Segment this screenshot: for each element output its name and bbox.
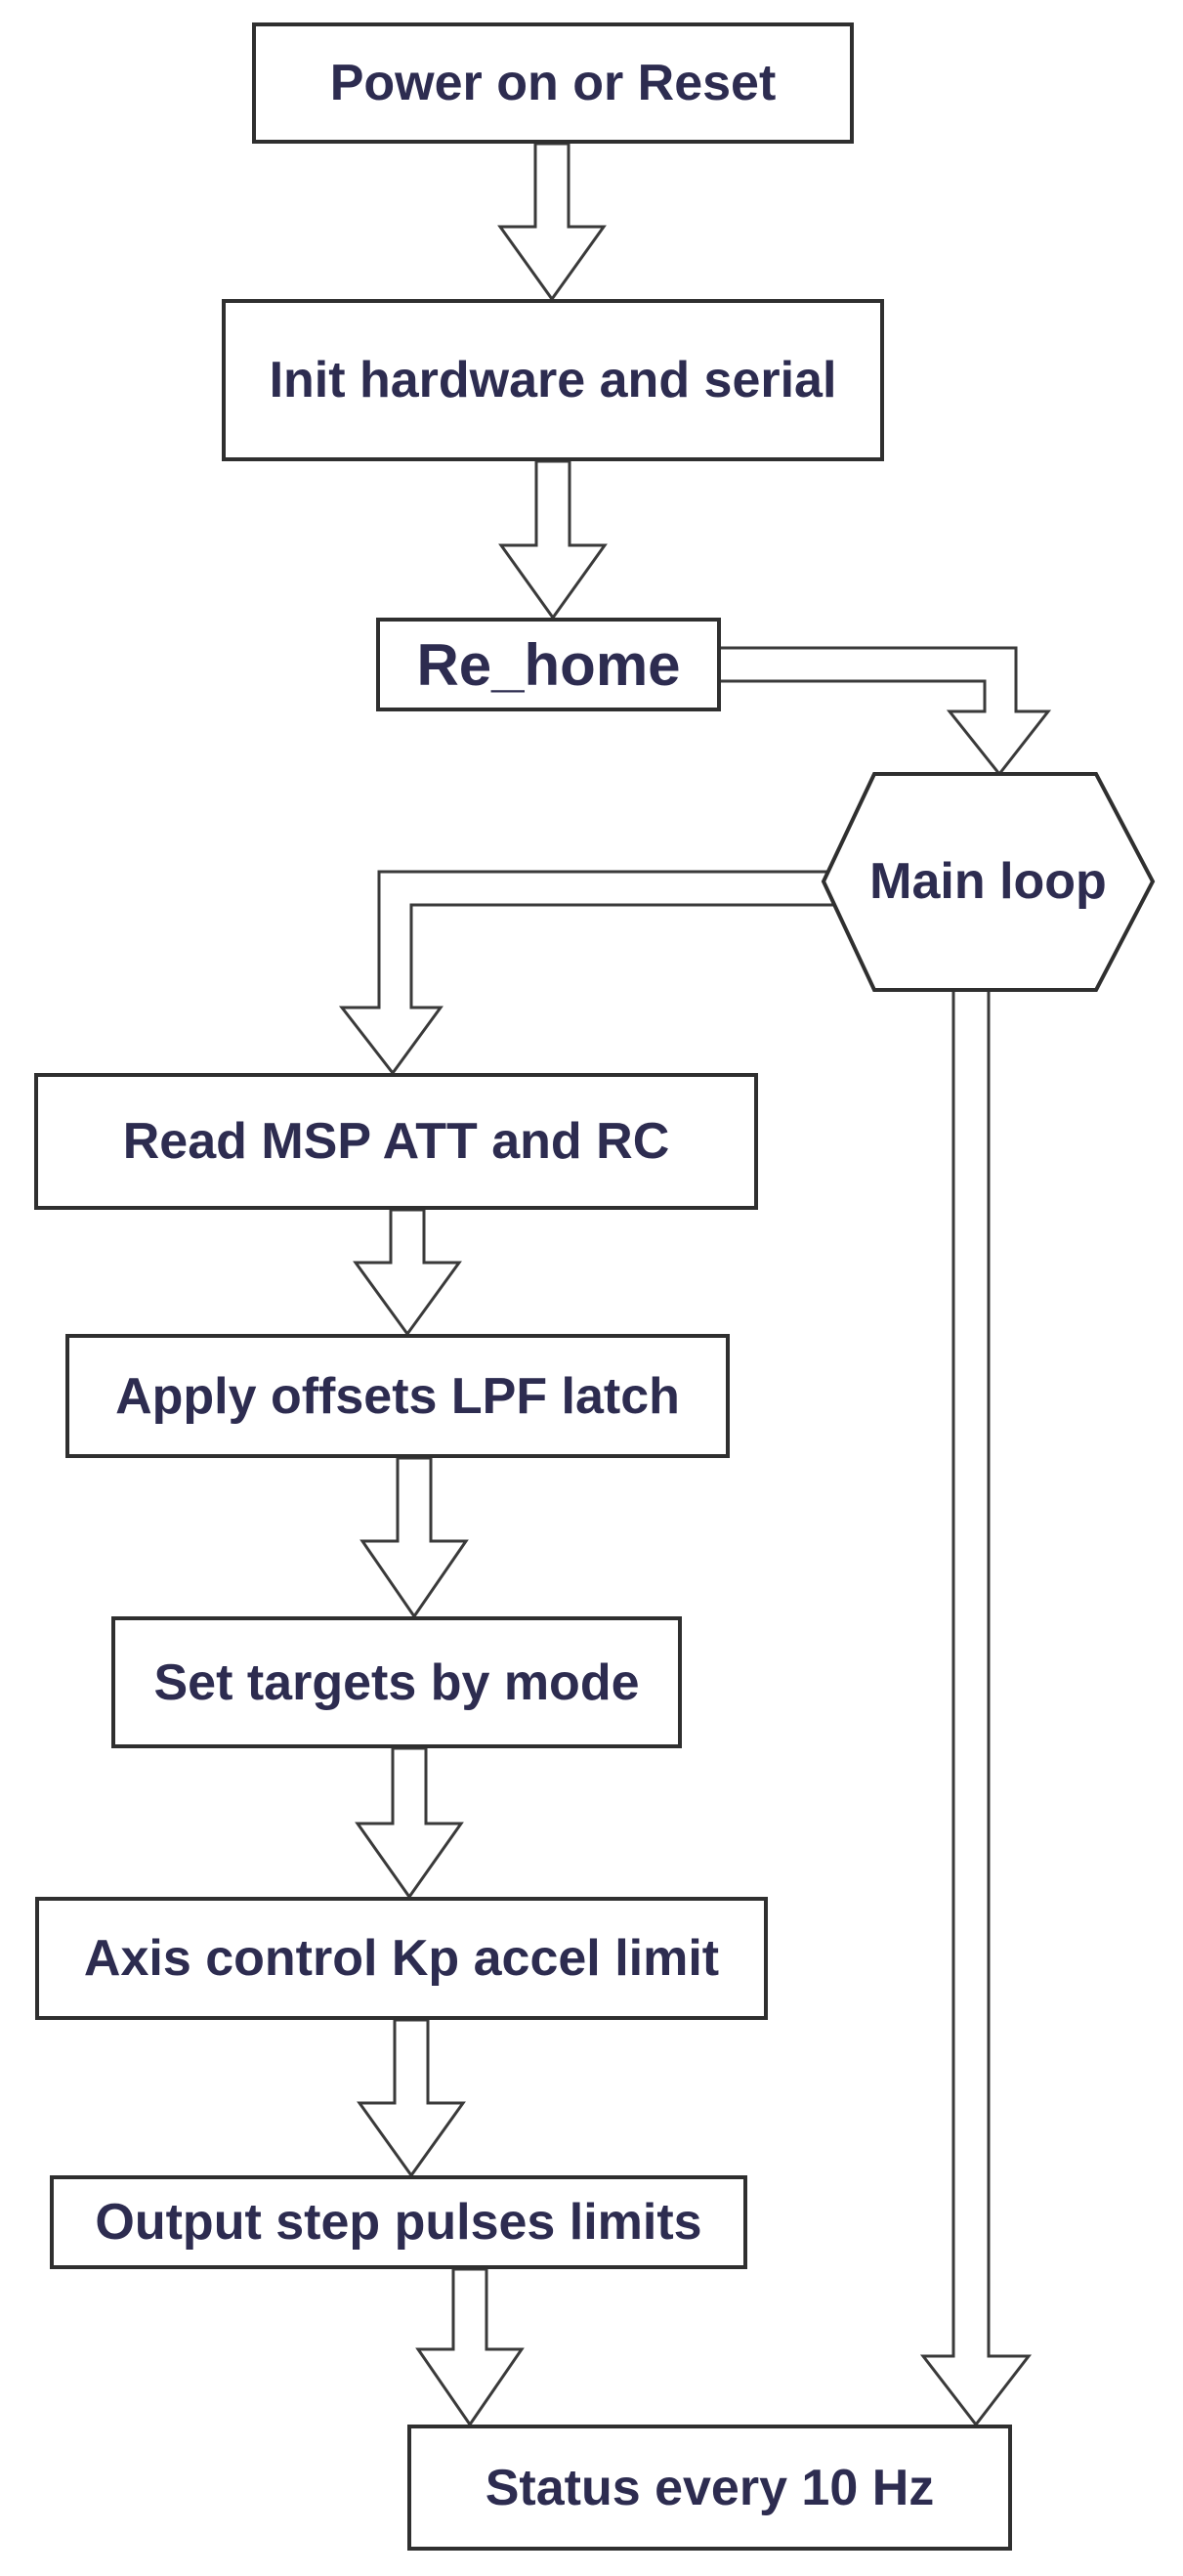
arrow-power-to-init	[497, 142, 607, 302]
arrow-apply-to-set	[359, 1456, 469, 1619]
node-main-loop: Main loop	[824, 833, 1153, 930]
node-read-msp-att-rc: Read MSP ATT and RC	[34, 1073, 758, 1210]
node-status-every-10hz: Status every 10 Hz	[407, 2425, 1012, 2551]
arrow-read-to-apply	[353, 1208, 462, 1337]
node-output-step-pulses-limits: Output step pulses limits	[50, 2175, 747, 2269]
node-re-home: Re_home	[376, 618, 721, 711]
arrow-rehome-to-mainloop	[711, 646, 1052, 777]
node-init-label: Init hardware and serial	[269, 352, 837, 408]
arrow-mainloop-to-read	[338, 870, 852, 1076]
node-set-label: Set targets by mode	[153, 1653, 640, 1711]
node-power-on-or-reset: Power on or Reset	[252, 22, 854, 144]
node-axis-control-kp-accel-limit: Axis control Kp accel limit	[35, 1897, 768, 2020]
node-output-label: Output step pulses limits	[95, 2194, 702, 2251]
arrow-axis-to-output	[357, 2018, 466, 2178]
node-status-label: Status every 10 Hz	[485, 2459, 935, 2516]
arrow-init-to-rehome	[498, 459, 608, 621]
node-read-label: Read MSP ATT and RC	[122, 1113, 670, 1170]
node-rehome-label: Re_home	[416, 631, 681, 698]
node-set-targets-by-mode: Set targets by mode	[111, 1616, 682, 1748]
node-apply-offsets-lpf-latch: Apply offsets LPF latch	[65, 1334, 730, 1458]
node-mainloop-label-text: Main loop	[869, 853, 1107, 910]
node-init-hardware-serial: Init hardware and serial	[222, 299, 884, 461]
node-power-label: Power on or Reset	[329, 55, 777, 111]
node-axis-label: Axis control Kp accel limit	[83, 1930, 720, 1987]
node-apply-label: Apply offsets LPF latch	[115, 1367, 680, 1425]
node-main-loop-hexagon	[821, 772, 1156, 992]
arrow-mainloop-to-status	[919, 983, 1033, 2427]
arrow-set-to-axis	[355, 1746, 464, 1900]
arrow-output-to-status	[415, 2267, 525, 2427]
